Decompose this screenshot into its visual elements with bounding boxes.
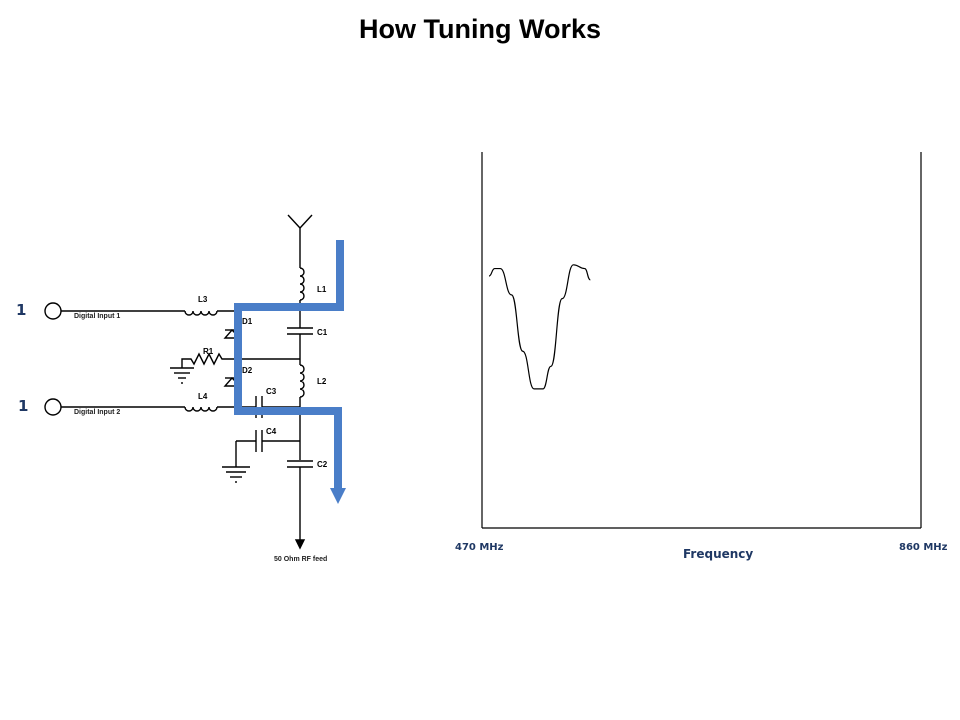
x-tick-label-max: 860 MHz	[899, 542, 948, 553]
label-l3: L3	[198, 295, 208, 304]
label-l4: L4	[198, 392, 208, 401]
capacitor-c2	[287, 460, 313, 468]
inductor-l3	[184, 310, 218, 316]
inductor-l4	[184, 406, 218, 412]
label-r1: R1	[203, 347, 214, 356]
label-l2: L2	[317, 377, 327, 386]
digital-input-2-label: Digital Input 2	[74, 409, 120, 416]
label-d1: D1	[242, 317, 253, 326]
rf-feed-label: 50 Ohm RF feed	[274, 556, 327, 563]
label-c3: C3	[266, 387, 277, 396]
inductor-l1	[299, 267, 305, 301]
label-c1: C1	[317, 328, 328, 337]
response-curve	[488, 264, 591, 390]
digital-input-1-label: Digital Input 1	[74, 313, 120, 320]
x-tick-label-min: 470 MHz	[455, 542, 504, 553]
signal-path	[234, 240, 346, 504]
page-title: How Tuning Works	[359, 14, 601, 44]
label-d2: D2	[242, 366, 253, 375]
input-number-1: 1	[16, 301, 26, 319]
label-c2: C2	[317, 460, 328, 469]
capacitor-c1	[287, 327, 313, 335]
output-arrow-icon	[294, 539, 306, 550]
frequency-chart: 470 MHz 860 MHz Frequency	[455, 152, 948, 561]
label-c4: C4	[266, 427, 277, 436]
signal-path-line	[234, 240, 344, 490]
inductor-l2	[299, 364, 305, 398]
input-number-2: 1	[18, 397, 28, 415]
resistor-r1	[181, 352, 240, 368]
antenna-icon	[287, 214, 313, 260]
digital-input-1-terminal	[44, 302, 62, 320]
x-axis-label: Frequency	[683, 547, 753, 561]
label-l1: L1	[317, 285, 327, 294]
capacitor-c4	[255, 430, 263, 452]
ground-icon	[170, 367, 194, 384]
ground-icon	[222, 466, 250, 483]
signal-path-arrow-icon	[330, 488, 346, 504]
digital-input-2-terminal	[44, 398, 62, 416]
